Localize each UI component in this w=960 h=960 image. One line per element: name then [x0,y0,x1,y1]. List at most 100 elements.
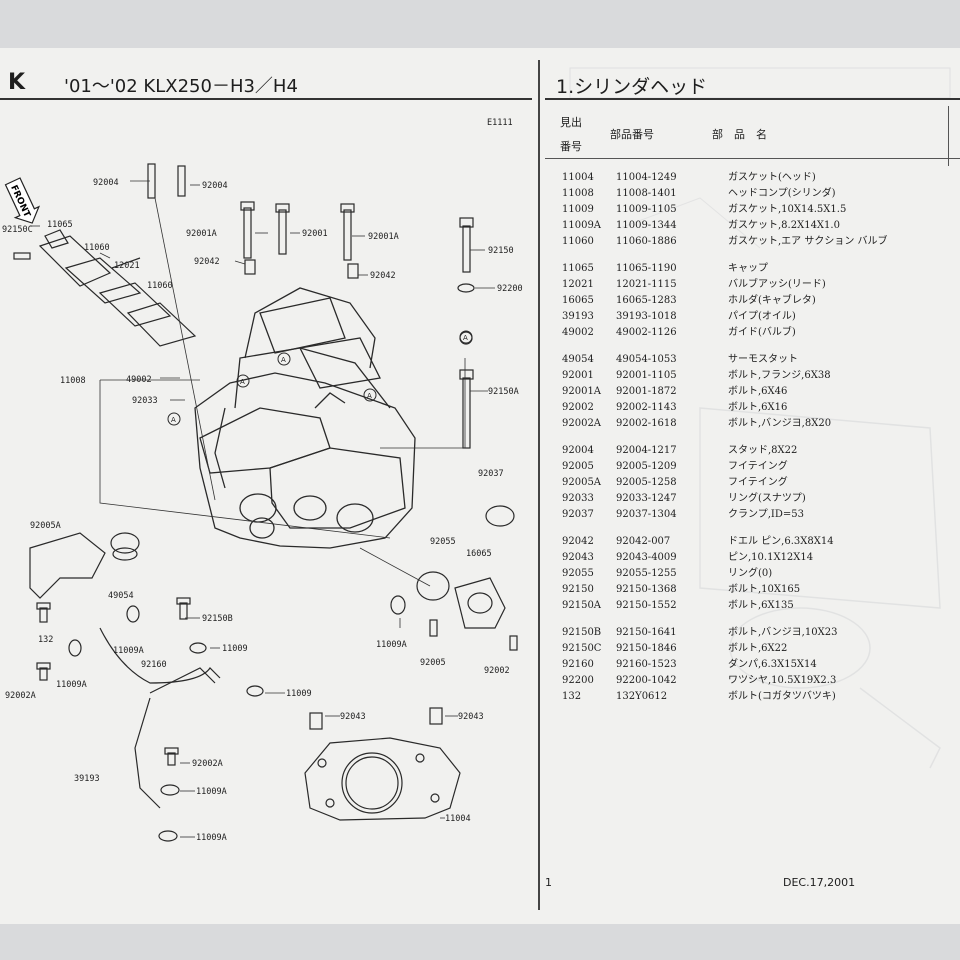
part-name-cell: ボルト(コガタツバツキ) [728,691,836,702]
part-number-cell: 92055-1255 [616,568,677,579]
part-number-cell: 92004-1217 [616,445,677,456]
callout: 92033 [132,396,158,406]
part-number-cell: 11004-1249 [616,172,677,183]
part-number-cell: 92005-1209 [616,461,677,472]
callout: 49054 [108,591,134,601]
callout-labels: 92004 92004 92150C 11065 11060 12021 110… [2,178,523,843]
callout: 92150A [488,387,519,397]
part-number-cell: 92037-1304 [616,509,677,520]
callout: 92005A [30,521,61,531]
callout: 39193 [74,774,100,784]
part-number-cell: 92002-1618 [616,418,677,429]
ref-cell: 16065 [562,295,594,306]
header-divider-right [545,98,960,100]
part-name-cell: ヘッドコンプ(シリンダ) [728,188,836,199]
callout: 16065 [466,549,492,559]
callout: 92150 [488,246,514,256]
callout: 92002A [192,759,223,769]
part-number-cell: 92002-1143 [616,402,677,413]
part-name-cell: ボルト,バンジヨ,10X23 [728,627,838,638]
callout: 92042 [370,271,396,281]
callout: 92002A [5,691,36,701]
callout: 11009A [113,646,144,656]
part-name-cell: ボルト,6X22 [728,643,788,654]
part-name-cell: ボルト,6X46 [728,386,788,397]
callout: 49002 [126,375,152,385]
callout: 92002 [484,666,510,676]
part-number-cell: 92150-1846 [616,643,677,654]
part-number-cell: 11009-1105 [616,204,677,215]
callout: 92043 [458,712,484,722]
callout: 92001A [368,232,399,242]
table-row: 132 132Y0612 ボルト(コガタツバツキ) [545,689,955,705]
ref-cell: 92001 [562,370,594,381]
part-number-cell: 92200-1042 [616,675,677,686]
svg-text:A: A [463,334,468,342]
part-name-cell: バルブアッシ(リード) [728,279,826,290]
callout: 11009 [286,689,312,699]
part-number-cell: 49054-1053 [616,354,677,365]
part-number-cell: 92043-4009 [616,552,677,563]
callout: 132 [38,635,53,645]
part-name-cell: クランプ,ID=53 [728,509,804,520]
page-number: 1 [545,876,552,889]
part-number-cell: 11065-1190 [616,263,677,274]
part-number-cell: 92042-007 [616,536,671,547]
header-divider [0,98,532,100]
part-number-cell: 11060-1886 [616,236,677,247]
table-row: 92005 92005-1209 フイテイング [545,459,955,475]
part-name-cell: フイテイング [728,461,788,472]
callout: 92005 [420,658,446,668]
part-number-cell: 11008-1401 [616,188,677,199]
ref-cell: 11004 [562,172,594,183]
callout: 11009 [222,644,248,654]
part-number-cell: 132Y0612 [616,691,668,702]
page-gutter-line [538,60,540,910]
callout: 12021 [114,261,140,271]
part-number-cell: 92001-1105 [616,370,677,381]
part-name-cell: ボルト,6X135 [728,600,794,611]
part-name-cell: リング(0) [728,568,773,579]
part-name-cell: ガイド(バルブ) [728,327,796,338]
callout: 92150B [202,614,233,624]
ref-cell: 11008 [562,188,594,199]
part-number-cell: 39193-1018 [616,311,677,322]
ref-cell: 132 [562,691,582,702]
callout: 92042 [194,257,220,267]
ref-cell: 92002 [562,402,594,413]
part-number-cell: 92150-1368 [616,584,677,595]
part-name-cell: ダンパ,6.3X15X14 [728,659,817,670]
part-number-cell: 16065-1283 [616,295,677,306]
ref-cell: 92033 [562,493,594,504]
table-row: 16065 16065-1283 ホルダ(キャブレタ) [545,293,955,309]
washers [68,595,443,842]
part-number-cell: 49002-1126 [616,327,677,338]
callout: 92001A [186,229,217,239]
part-name-cell: ピン,10.1X12X14 [728,552,814,563]
section-title: 1.シリンダヘッド [556,76,708,98]
part-name-cell: ホルダ(キャブレタ) [728,295,816,306]
ref-cell: 11065 [562,263,594,274]
kawasaki-logo: K [8,70,25,95]
part-name-cell: パイプ(オイル) [728,311,796,322]
col-name-heading: 部 品 名 [712,128,767,141]
callout: 92150C [2,225,33,235]
col-ref-heading: 見出 [560,116,582,129]
ref-cell: 92005 [562,461,594,472]
table-row: 11008 11008-1401 ヘッドコンプ(シリンダ) [545,186,955,202]
